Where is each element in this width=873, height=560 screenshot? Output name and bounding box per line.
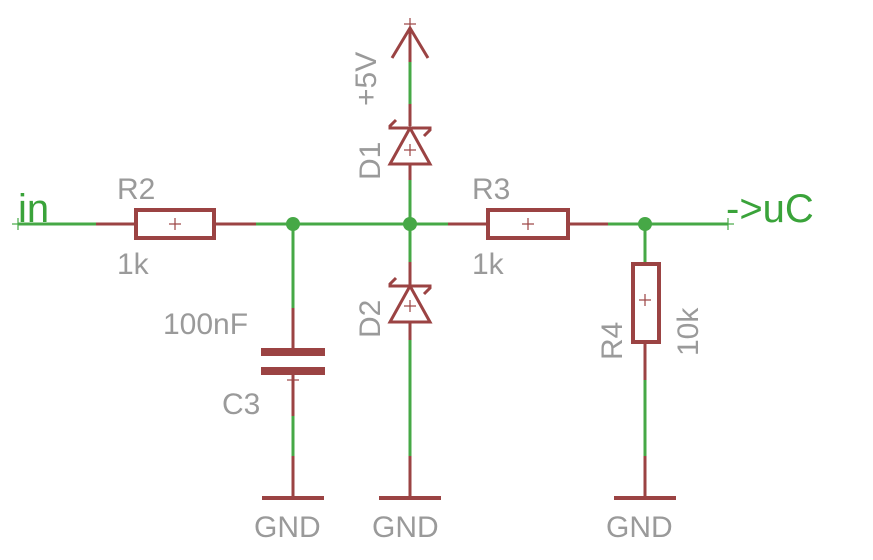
r4-value-label: 10k [672, 307, 705, 356]
c3-name-label: C3 [222, 388, 260, 421]
d1-name-label: D1 [354, 142, 387, 180]
r3-name-label: R3 [472, 173, 510, 206]
gnd-label-2: GND [372, 511, 439, 544]
r4-name-label: R4 [596, 322, 629, 360]
gnd-label-1: GND [254, 511, 321, 544]
r3-value-label: 1k [472, 248, 505, 281]
ground-icon [379, 456, 441, 500]
junction-node2 [403, 217, 417, 231]
diode-d1 [387, 104, 433, 180]
r2-name-label: R2 [117, 173, 155, 206]
output-port-marker [722, 218, 734, 230]
gnd-label-3: GND [606, 511, 673, 544]
resistor-r4 [631, 262, 661, 380]
resistor-r3 [448, 208, 608, 240]
c3-value-label: 100nF [163, 308, 248, 341]
input-port-marker [12, 218, 24, 230]
supply-label: +5V [350, 52, 383, 106]
capacitor-c3 [261, 308, 325, 416]
r2-value-label: 1k [117, 248, 150, 281]
ground-icon [614, 456, 676, 500]
resistor-r2 [96, 208, 256, 240]
supply-arrow-icon [390, 18, 430, 62]
ground-icon [262, 456, 324, 500]
d2-name-label: D2 [354, 300, 387, 338]
junction-node3 [638, 217, 652, 231]
junction-node1 [286, 217, 300, 231]
diode-d2 [387, 262, 433, 340]
output-net-label: ->uC [726, 187, 814, 231]
input-net-label: in [18, 187, 49, 231]
